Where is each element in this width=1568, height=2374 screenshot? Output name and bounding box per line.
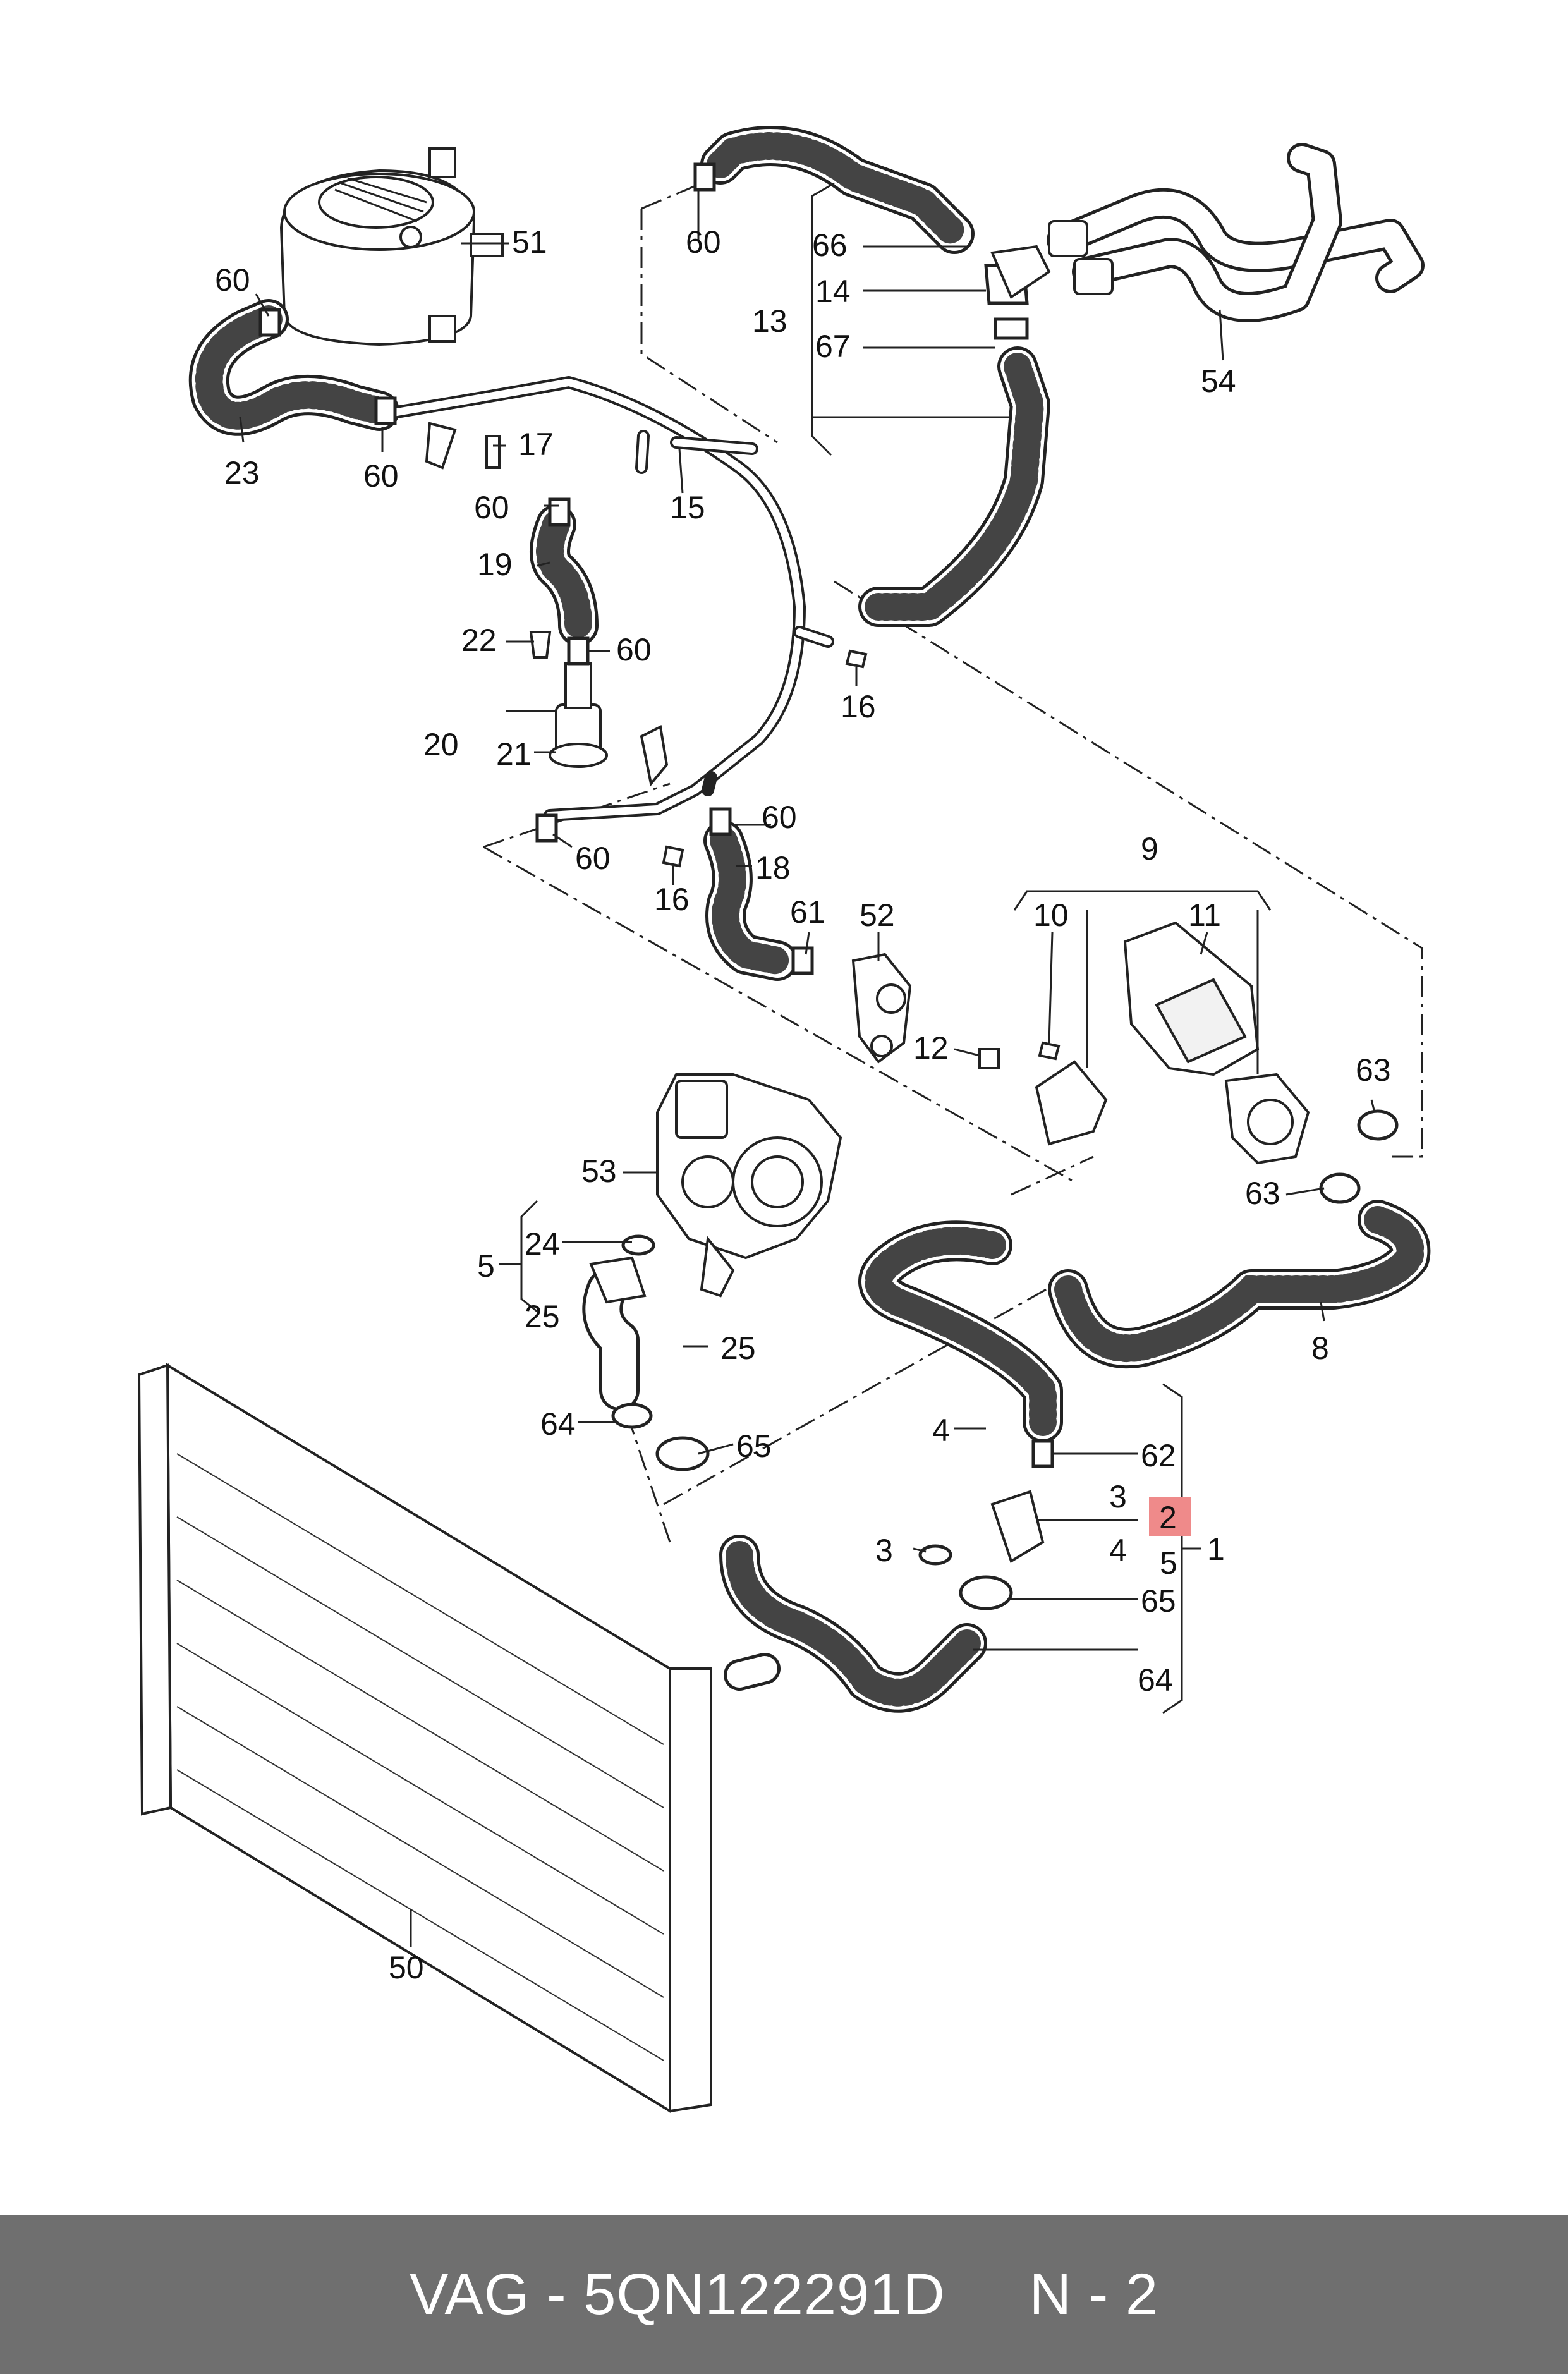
- callout-25: 25: [525, 1299, 560, 1334]
- upper-hoses-13: [700, 126, 1051, 627]
- callout-63: 63: [1356, 1052, 1391, 1088]
- callout-4: 4: [1109, 1533, 1127, 1568]
- callout-64: 64: [1138, 1662, 1173, 1698]
- callout-50: 50: [389, 1950, 424, 1985]
- part-number-footer: VAG - 5QN122291D N - 2: [0, 2215, 1568, 2374]
- callout-61: 61: [790, 894, 825, 930]
- sensor-52: [851, 953, 912, 1064]
- callout-21: 21: [496, 736, 532, 772]
- hose-8: [1048, 1200, 1431, 1369]
- callout-5: 5: [1160, 1545, 1177, 1581]
- callout-64: 64: [540, 1406, 576, 1442]
- callout-52: 52: [860, 898, 895, 933]
- callout-2: 2: [1159, 1500, 1177, 1535]
- thermostat-housing-53: [656, 1073, 842, 1298]
- callout-4: 4: [932, 1413, 950, 1448]
- hose-19: [530, 504, 599, 646]
- callout-63: 63: [1245, 1176, 1280, 1211]
- callout-60: 60: [215, 262, 250, 298]
- callout-60: 60: [616, 632, 652, 667]
- callout-3: 3: [1109, 1479, 1127, 1514]
- coolant-system-exploded-diagram: 60 51 23 60 17 60 15 19 22 60 20 21 16 6…: [137, 126, 1431, 2114]
- callout-1: 1: [1207, 1531, 1225, 1567]
- callout-65: 65: [736, 1428, 772, 1464]
- group-outline-lines: [483, 182, 1423, 1543]
- callout-labels: 60 51 23 60 17 60 15 19 22 60 20 21 16 6…: [215, 224, 1391, 1985]
- leader-lines: [239, 182, 1376, 1947]
- callout-17: 17: [518, 427, 554, 462]
- screws: [425, 422, 1061, 1069]
- callout-62: 62: [1141, 1438, 1176, 1473]
- callout-9: 9: [1141, 831, 1158, 867]
- callout-19: 19: [477, 547, 513, 582]
- callout-54: 54: [1201, 363, 1236, 399]
- radiator-50: [137, 1363, 712, 2114]
- callout-12: 12: [913, 1030, 949, 1066]
- callout-15: 15: [670, 490, 705, 525]
- auxiliary-pump-9: [1035, 921, 1310, 1165]
- hose-23: [188, 299, 399, 436]
- callout-18: 18: [755, 850, 791, 886]
- hose-clamps: [258, 162, 1399, 1566]
- expansion-tank-51: [279, 147, 504, 346]
- callout-16: 16: [841, 689, 876, 724]
- highlight-box-part-2: [1149, 1497, 1191, 1536]
- callout-23: 23: [224, 455, 260, 490]
- sensor-housing-20: [549, 662, 608, 768]
- callout-16: 16: [654, 882, 690, 917]
- callout-5: 5: [477, 1248, 495, 1284]
- hose-5: [582, 1256, 647, 1411]
- callout-60: 60: [686, 224, 721, 260]
- callout-60: 60: [474, 490, 509, 525]
- hose-18: [703, 820, 798, 981]
- callout-66: 66: [812, 228, 848, 263]
- callout-60: 60: [575, 841, 611, 876]
- callout-20: 20: [423, 727, 459, 762]
- callout-67: 67: [815, 329, 851, 364]
- hose-62: [858, 1220, 1063, 1442]
- bleed-pipe-15: [379, 376, 834, 822]
- callout-11: 11: [1188, 898, 1221, 933]
- callout-60: 60: [363, 458, 399, 494]
- callout-25: 25: [720, 1330, 756, 1366]
- callout-65: 65: [1141, 1583, 1176, 1619]
- heater-pipes-54: [1047, 143, 1425, 322]
- callout-22: 22: [461, 623, 497, 658]
- callout-14: 14: [815, 274, 851, 309]
- lower-hose-64: [611, 1403, 1045, 1713]
- callout-60: 60: [762, 800, 797, 835]
- callout-3: 3: [875, 1533, 893, 1568]
- callout-53: 53: [581, 1154, 617, 1189]
- footer-caption: VAG - 5QN122291D N - 2: [410, 2261, 1158, 2327]
- callout-8: 8: [1311, 1330, 1329, 1366]
- callout-13: 13: [752, 303, 787, 339]
- callout-10: 10: [1033, 898, 1069, 933]
- callout-24: 24: [525, 1226, 560, 1262]
- callout-51: 51: [512, 224, 547, 260]
